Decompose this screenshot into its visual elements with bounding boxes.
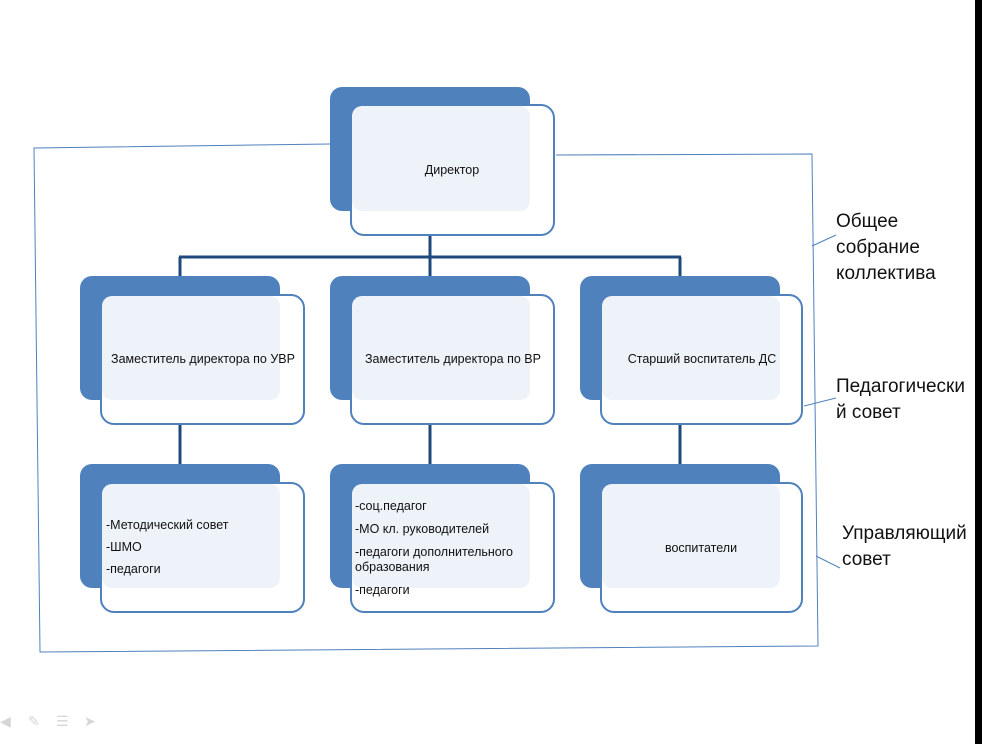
director-label: Директор (424, 163, 480, 177)
pen-icon[interactable]: ✎ (28, 713, 40, 729)
general-meeting-frame (33, 143, 819, 653)
callout-governing-council (815, 555, 841, 569)
list-item: -соц.педагог (355, 499, 427, 513)
list-item: -ШМО (106, 540, 142, 554)
callout-general-meeting (811, 234, 837, 247)
deputy-vr-label: Заместитель директора по ВР (365, 352, 541, 366)
general-meeting-label: Общее собрание коллектива (836, 211, 936, 284)
forward-arrow-icon[interactable]: ➤ (84, 713, 96, 729)
list-item: -Методический совет (106, 518, 229, 532)
pedagogical-council-label: Педагогический совет (836, 376, 965, 423)
list-item: -МО кл. руководителей (355, 522, 490, 536)
list-item: -педагоги (355, 583, 410, 597)
list-item: -педагоги (106, 562, 161, 576)
slide-edge-bar (975, 0, 982, 744)
callout-pedagogical-council (803, 397, 837, 407)
slideshow-toolbar: ◀ ✎ ☰ ➤ (0, 714, 102, 728)
menu-icon[interactable]: ☰ (56, 713, 69, 729)
deputy-uvr-label: Заместитель директора по УВР (111, 352, 295, 366)
subunit-uvr-list: -Методический совет -ШМО -педагоги (106, 518, 296, 584)
senior-educator-label: Старший воспитатель ДС (627, 352, 777, 366)
governing-council-label: Управляющий совет (842, 523, 967, 570)
subunit-vr-list: -соц.педагог -МО кл. руководителей -педа… (355, 499, 551, 605)
list-item: -педагоги дополнительного образования (355, 545, 513, 574)
educators-label: воспитатели (664, 541, 738, 555)
back-arrow-icon[interactable]: ◀ (0, 713, 11, 729)
